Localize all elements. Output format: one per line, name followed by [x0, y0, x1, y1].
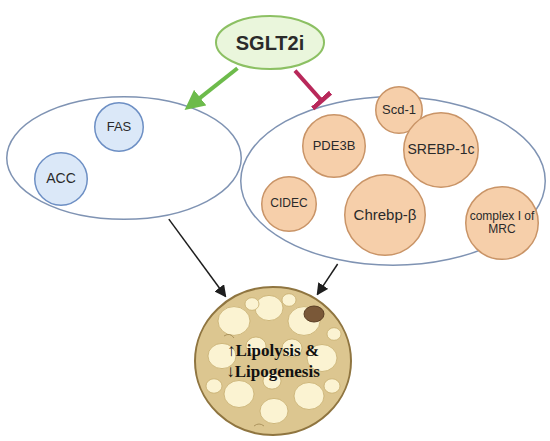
group-ellipse: FAS ACC	[6, 96, 242, 220]
effect-label: ↑Lipolysis & ↓Lipogenesis	[209, 340, 337, 383]
connector-arrow	[192, 68, 237, 104]
enzyme-circle: FAS	[94, 102, 144, 152]
enzyme-circle: ACC	[34, 152, 88, 206]
target-circle: Chrebp-β	[344, 174, 426, 256]
fat-cell-illustration	[194, 286, 352, 436]
node-label: SGLT2i	[232, 32, 309, 54]
target-circle: CIDEC	[261, 176, 317, 232]
target-circle: PDE3B	[302, 114, 366, 178]
group-ellipse: Scd-1PDE3B SREBP-1cCIDEC Chrebp-β complex I…	[240, 96, 546, 266]
node-label: Chrebp-β	[350, 207, 421, 224]
node-label: Scd-1	[378, 103, 420, 117]
drug-ellipse: SGLT2i	[215, 15, 325, 70]
node-label: FAS	[103, 120, 136, 134]
connector-arrow	[317, 264, 337, 294]
connector-arrow	[169, 219, 226, 296]
node-label: complex I of MRC	[465, 210, 539, 236]
connector-arrow	[295, 71, 323, 102]
target-circle: complex I of MRC	[465, 186, 539, 260]
node-label: PDE3B	[309, 139, 360, 153]
node-label: SREBP-1c	[404, 142, 479, 157]
node-label: CIDEC	[266, 197, 311, 210]
target-circle: SREBP-1c	[403, 112, 479, 188]
fat-cell: ↑Lipolysis & ↓Lipogenesis	[194, 286, 352, 436]
node-label: ACC	[42, 171, 80, 186]
